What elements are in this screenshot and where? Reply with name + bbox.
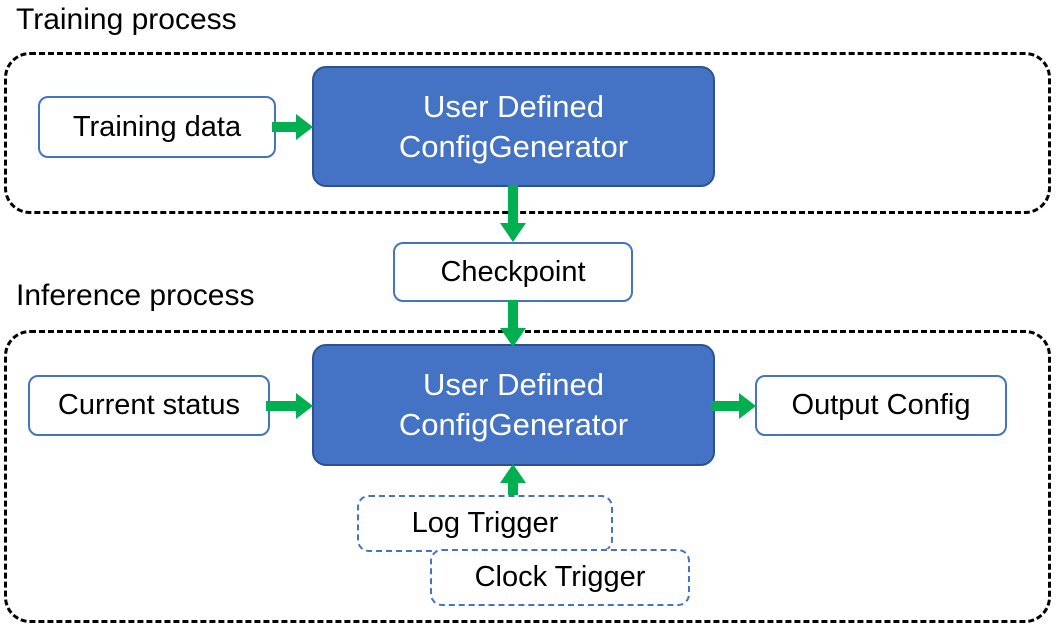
arrow-checkpoint-to-configgenerator-icon [498, 300, 528, 348]
arrow-configgenerator-to-checkpoint-icon [498, 185, 528, 243]
node-output-config[interactable]: Output Config [755, 375, 1007, 436]
node-udcg-training-line1: User Defined [423, 88, 604, 124]
node-checkpoint[interactable]: Checkpoint [393, 242, 633, 302]
arrow-triggers-to-configgenerator-icon [498, 464, 528, 500]
node-log-trigger-label: Log Trigger [411, 507, 559, 540]
node-log-trigger[interactable]: Log Trigger [357, 495, 613, 552]
training-process-container [4, 52, 1051, 214]
arrow-training-data-to-configgenerator-icon [272, 112, 314, 142]
inference-process-container [4, 330, 1051, 623]
training-process-caption: Training process [16, 3, 237, 36]
node-udcg-inference-line1: User Defined [423, 367, 604, 403]
inference-process-caption: Inference process [16, 279, 255, 312]
node-training-data[interactable]: Training data [38, 96, 276, 158]
node-checkpoint-label: Checkpoint [440, 255, 586, 288]
node-clock-trigger-label: Clock Trigger [474, 561, 646, 594]
node-udcg-inference-line2: ConfigGenerator [398, 407, 629, 442]
node-current-status-label: Current status [57, 389, 241, 422]
node-current-status[interactable]: Current status [28, 375, 270, 436]
node-user-defined-configgenerator-inference[interactable]: User Defined ConfigGenerator [312, 344, 715, 466]
arrow-current-status-to-configgenerator-icon [266, 391, 314, 421]
node-user-defined-configgenerator-training[interactable]: User Defined ConfigGenerator [312, 66, 715, 187]
node-udcg-training-line2: ConfigGenerator [398, 128, 629, 164]
arrow-configgenerator-to-output-config-icon [711, 391, 757, 421]
node-training-data-label: Training data [72, 110, 242, 143]
node-clock-trigger[interactable]: Clock Trigger [430, 549, 690, 606]
node-output-config-label: Output Config [791, 389, 971, 422]
